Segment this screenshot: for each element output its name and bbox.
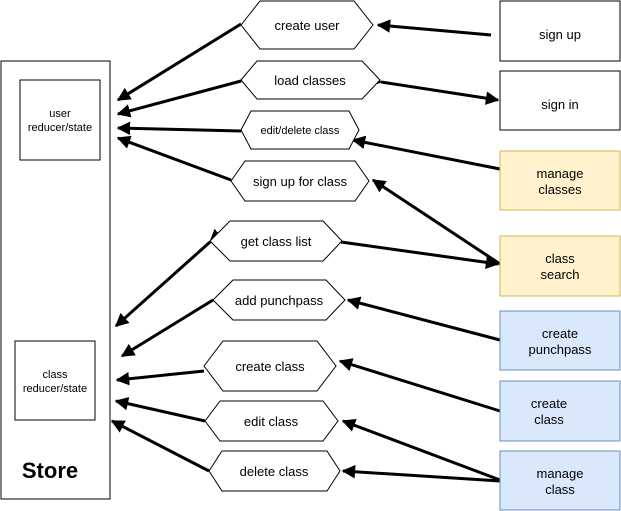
view-class-search: class search — [499, 235, 621, 297]
view-create-punchpass-line-1: create — [542, 326, 578, 341]
view-sign-up-label: sign up — [539, 27, 581, 42]
arrow-create-class-view-to-create-class — [338, 358, 501, 413]
arrow-manage-class-to-edit-class — [341, 418, 501, 482]
arrows — [110, 19, 501, 483]
action-edit-delete-class: edit/delete class — [240, 110, 360, 150]
view-manage-class-line-2: class — [545, 482, 575, 497]
view-class-search-line-1: class — [545, 251, 575, 266]
action-create-class-label: create class — [235, 359, 305, 374]
class-reducer-box: class reducer/state — [14, 340, 96, 421]
action-get-class-list-label: get class list — [241, 234, 312, 249]
arrow-load-classes-to-user-reducer — [116, 71, 255, 118]
view-manage-class-line-1: manage — [537, 466, 584, 481]
arrow-edit-class-to-class-reducer — [114, 397, 206, 423]
user-reducer-line-1: user — [49, 108, 71, 120]
arrow-add-punchpass-to-class-reducer — [120, 298, 214, 358]
view-sign-in: sign in — [499, 70, 621, 131]
view-create-class: create class — [499, 380, 621, 442]
action-add-punchpass: add punchpass — [212, 279, 346, 321]
action-load-classes-label: load classes — [274, 73, 346, 88]
action-load-classes: load classes — [240, 60, 381, 100]
action-delete-class-label: delete class — [240, 464, 309, 479]
action-edit-class: edit class — [204, 400, 339, 442]
arrow-class-search-to-sign-up-for-class — [371, 178, 501, 266]
user-reducer-line-2: reducer/state — [28, 122, 92, 134]
action-get-class-list: get class list — [209, 220, 343, 262]
arrow-manage-classes-to-edit-delete — [351, 135, 501, 171]
user-reducer-box: user reducer/state — [19, 79, 101, 161]
arrow-load-classes-to-sign-in — [367, 73, 500, 105]
action-edit-class-label: edit class — [244, 414, 299, 429]
arrow-create-punchpass-to-add-punchpass — [346, 296, 501, 342]
action-sign-up-for-class: sign up for class — [230, 160, 370, 202]
view-manage-classes: manage classes — [499, 150, 621, 211]
action-edit-delete-class-label: edit/delete class — [261, 125, 340, 137]
action-add-punchpass-label: add punchpass — [235, 293, 324, 308]
view-create-punchpass-line-2: punchpass — [529, 342, 592, 357]
arrow-get-class-list-to-class-reducer — [114, 228, 224, 328]
view-manage-class: manage class — [499, 450, 621, 511]
action-create-class: create class — [203, 340, 337, 392]
view-sign-up: sign up — [499, 0, 621, 62]
view-create-punchpass: create punchpass — [499, 310, 621, 371]
action-create-user: create user — [240, 0, 374, 50]
action-delete-class: delete class — [208, 450, 341, 492]
view-sign-in-label: sign in — [541, 97, 579, 112]
arrow-manage-class-to-delete-class — [341, 465, 501, 483]
view-class-search-line-2: search — [540, 267, 579, 282]
arrow-create-class-to-class-reducer — [115, 369, 205, 386]
class-reducer-line-1: class — [42, 369, 68, 381]
arrow-delete-class-to-class-reducer — [110, 419, 210, 473]
arrow-sign-up-to-create-user — [376, 19, 492, 37]
arrow-sign-up-for-class-to-user-reducer — [116, 135, 232, 182]
view-create-class-line-1: create — [531, 396, 567, 411]
arrow-edit-delete-to-user-reducer — [116, 121, 242, 136]
action-create-user-label: create user — [274, 18, 340, 33]
arrow-get-class-list-to-class-search — [328, 233, 500, 269]
store-title: Store — [22, 458, 78, 483]
arrow-create-user-to-user-reducer — [116, 22, 242, 102]
class-reducer-line-2: reducer/state — [23, 383, 87, 395]
view-manage-classes-line-2: classes — [538, 182, 582, 197]
view-create-class-line-2: class — [534, 412, 564, 427]
action-sign-up-for-class-label: sign up for class — [253, 174, 347, 189]
view-manage-classes-line-1: manage — [537, 166, 584, 181]
